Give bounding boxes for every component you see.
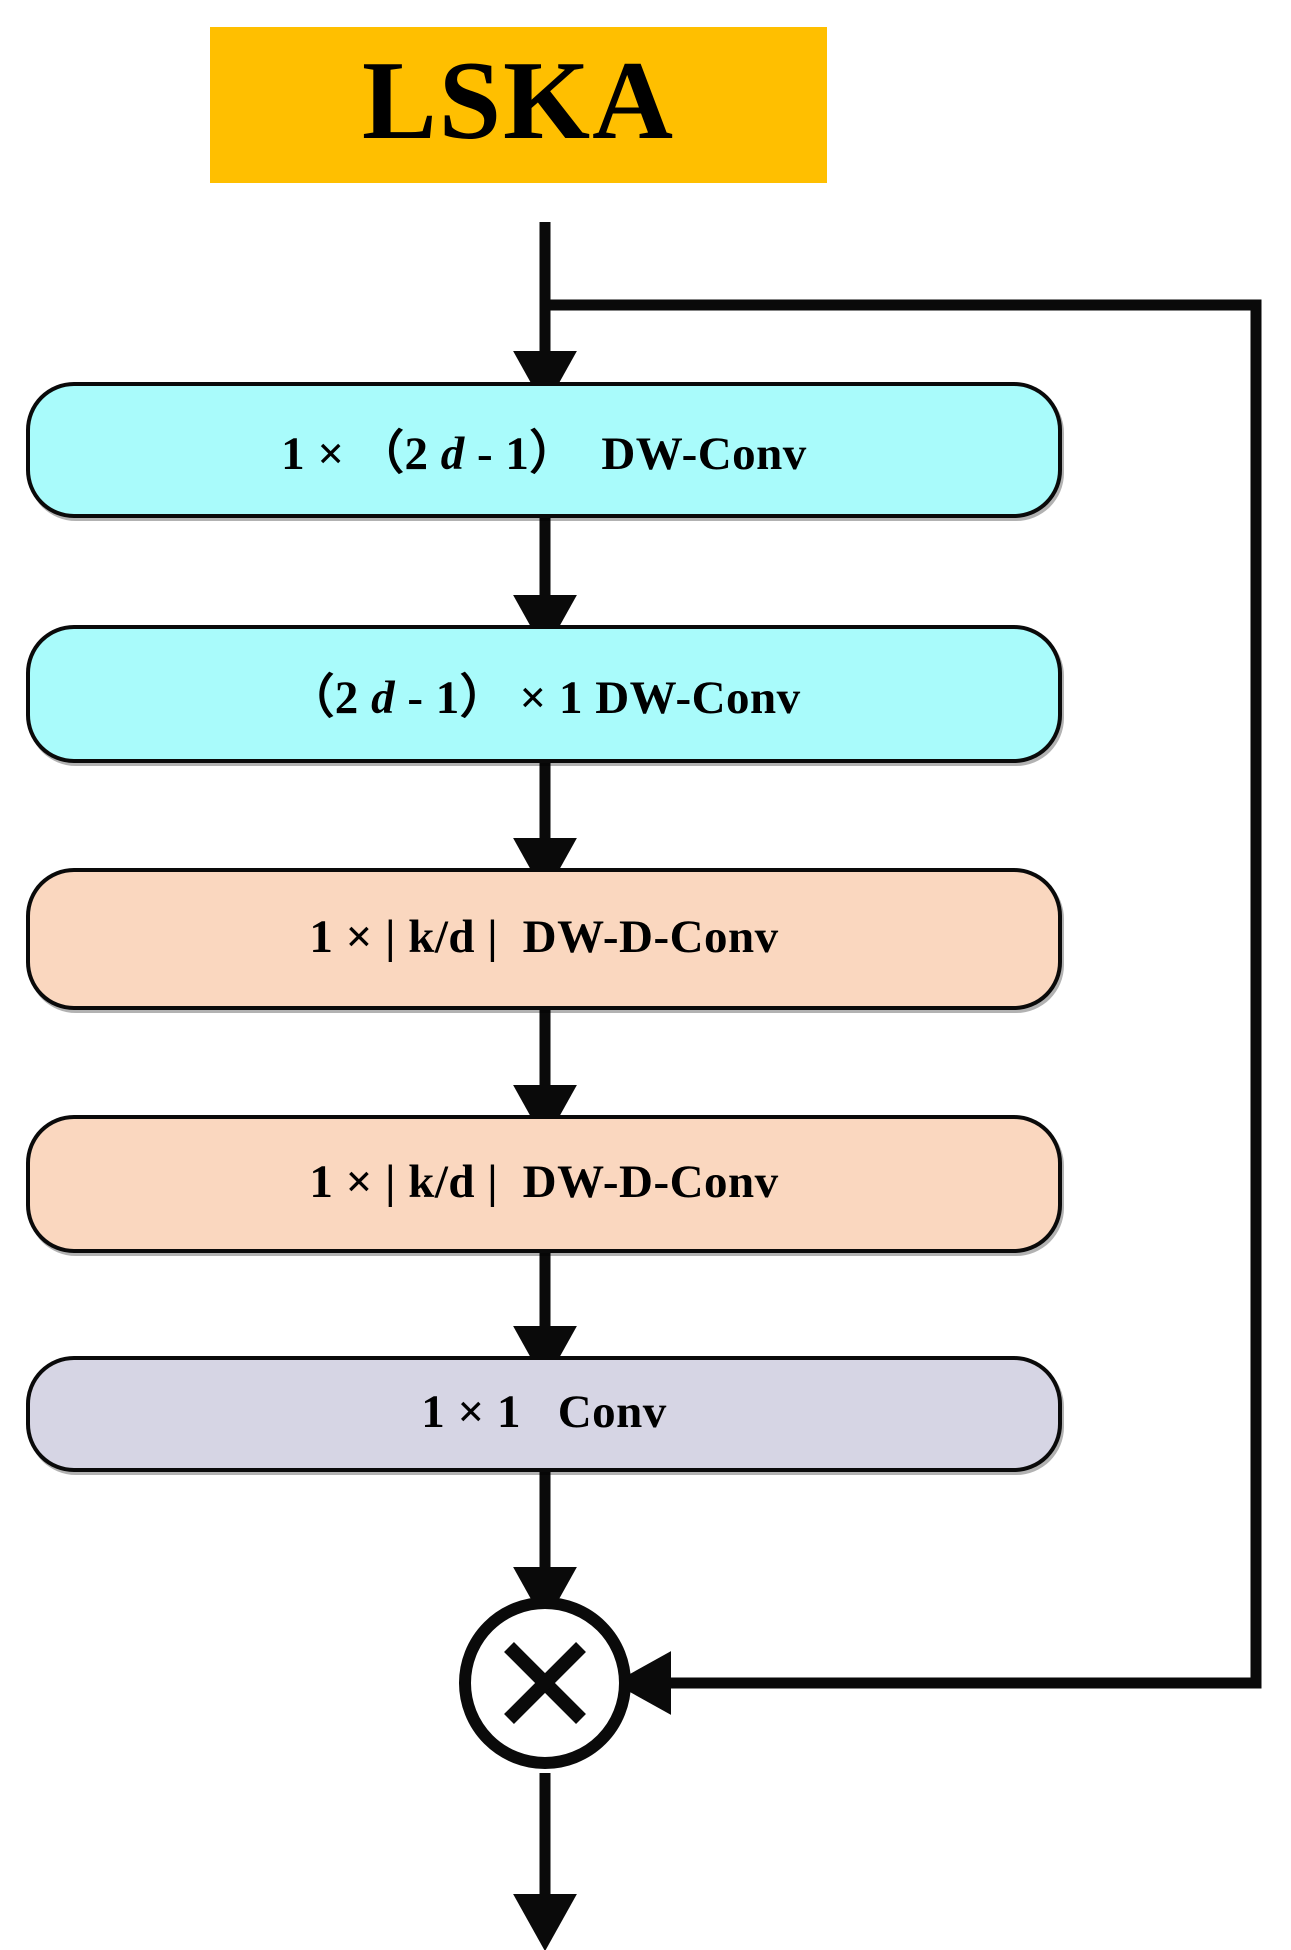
block-dw-d-conv-second[interactable]: 1 × | k/d | DW-D-Conv (26, 1115, 1062, 1253)
block-label: 1 × （2 d - 1） DW-Conv (281, 427, 807, 480)
block-dw-conv-vertical[interactable]: （2 d - 1） × 1 DW-Conv (26, 625, 1062, 763)
block-conv-1x1[interactable]: 1 × 1 Conv (26, 1356, 1062, 1472)
block-dw-d-conv-first[interactable]: 1 × | k/d | DW-D-Conv (26, 868, 1062, 1010)
diagram-title-banner: LSKA (210, 27, 827, 183)
variable-d: d (371, 671, 396, 724)
block-label: （2 d - 1） × 1 DW-Conv (287, 671, 801, 724)
block-dw-conv-horizontal[interactable]: 1 × （2 d - 1） DW-Conv (26, 382, 1062, 518)
multiply-icon (504, 1642, 586, 1724)
multiply-operator-node[interactable] (457, 1595, 633, 1771)
variable-d: d (440, 427, 465, 480)
block-label: 1 × | k/d | DW-D-Conv (309, 1156, 779, 1208)
multiply-circle (459, 1597, 631, 1769)
page-title: LSKA (362, 39, 675, 163)
block-label: 1 × | k/d | DW-D-Conv (309, 911, 779, 963)
block-label: 1 × 1 Conv (421, 1386, 667, 1438)
